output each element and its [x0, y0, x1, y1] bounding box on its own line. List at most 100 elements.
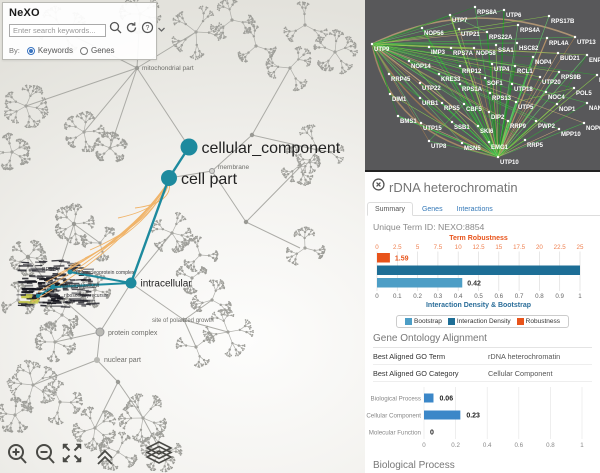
gene-node[interactable] [515, 41, 519, 45]
gene-node[interactable] [476, 124, 480, 128]
gene-node[interactable] [523, 138, 527, 142]
gene-node[interactable] [460, 141, 464, 145]
gene-node[interactable] [483, 76, 487, 80]
tree-node-cellular-component[interactable] [180, 138, 198, 156]
gene-node[interactable] [585, 101, 589, 105]
gene-node-label: KRE33 [441, 77, 461, 83]
gene-node[interactable] [457, 27, 461, 31]
tab-genes[interactable]: Genes [421, 206, 443, 213]
gene-node[interactable] [502, 8, 506, 12]
fit-to-screen-button[interactable] [62, 443, 82, 463]
refresh-icon[interactable] [125, 21, 138, 39]
close-icon[interactable] [372, 178, 385, 196]
gene-node[interactable] [487, 110, 491, 114]
gene-node[interactable] [370, 42, 374, 46]
gene-node[interactable] [514, 100, 518, 104]
gene-node[interactable] [538, 75, 542, 79]
search-icon[interactable] [109, 21, 122, 39]
radio-genes[interactable] [79, 46, 88, 55]
gene-node-label: BUD21 [560, 56, 580, 62]
gene-node-label: NOP6 [586, 126, 600, 132]
gene-node[interactable] [418, 81, 422, 85]
gene-node[interactable] [473, 5, 477, 9]
gene-node[interactable] [407, 59, 411, 63]
gene-node-label: RPL4A [549, 41, 569, 47]
gene-node-label: DIM1 [392, 97, 407, 103]
gene-node[interactable] [485, 30, 489, 34]
radio-keywords[interactable] [26, 46, 35, 55]
gene-node[interactable] [448, 13, 452, 17]
help-icon[interactable]: ? [141, 21, 154, 39]
gene-node[interactable] [450, 120, 454, 124]
gene-node[interactable] [440, 101, 444, 105]
gene-node[interactable] [396, 114, 400, 118]
gene-node-label: BMS1 [400, 119, 417, 125]
gene-node[interactable] [427, 45, 431, 49]
cluster-term-label: ribonucleoprotein complex [76, 270, 135, 276]
gene-node[interactable] [572, 86, 576, 90]
gene-node[interactable] [437, 72, 441, 76]
gene-node[interactable] [418, 96, 422, 100]
gene-node[interactable] [555, 102, 559, 106]
gene-node[interactable] [427, 139, 431, 143]
gene-node[interactable] [458, 64, 462, 68]
gene-node[interactable] [513, 64, 517, 68]
gene-node-label: EMG1 [491, 145, 509, 151]
gene-node[interactable] [556, 51, 560, 55]
gene-node[interactable] [490, 62, 494, 66]
gene-node[interactable] [585, 53, 589, 57]
gene-node[interactable] [573, 35, 577, 39]
gene-node[interactable] [534, 119, 538, 123]
gene-node-label: NOC4 [548, 95, 565, 101]
gene-node[interactable] [506, 119, 510, 123]
gene-node[interactable] [387, 72, 391, 76]
gene-node[interactable] [488, 91, 492, 95]
collapse-button[interactable] [97, 449, 113, 465]
gene-node-label: UTP8 [431, 144, 447, 150]
gene-node[interactable] [510, 82, 514, 86]
gene-node[interactable] [458, 82, 462, 86]
term-title: rDNA heterochromatin [389, 179, 518, 195]
gene-node[interactable] [557, 70, 561, 74]
gene-node-label: MSN5 [464, 146, 481, 152]
search-input[interactable] [9, 23, 106, 37]
gene-node[interactable] [496, 155, 500, 159]
gene-node[interactable] [420, 26, 424, 30]
gene-node-label: RPS9B [561, 75, 582, 81]
gene-node[interactable] [388, 92, 392, 96]
gene-node[interactable] [419, 121, 423, 125]
chevron-down-icon[interactable] [157, 21, 166, 39]
gene-node[interactable] [544, 90, 548, 94]
gene-node[interactable] [462, 102, 466, 106]
tree-node-cell-part[interactable] [161, 170, 177, 186]
gene-node[interactable] [531, 55, 535, 59]
tab-summary[interactable]: Summary [367, 202, 413, 216]
gene-node-label: NOP4 [535, 60, 552, 66]
zoom-in-button[interactable] [8, 444, 27, 464]
gene-node-label: RRP12 [462, 69, 482, 75]
gene-node[interactable] [557, 127, 561, 131]
tree-node-intracellular[interactable] [125, 277, 137, 289]
gene-node[interactable] [545, 36, 549, 40]
gene-node-label: UTP15 [423, 126, 442, 132]
gene-node[interactable] [494, 43, 498, 47]
gene-node[interactable] [472, 46, 476, 50]
gene-node[interactable] [449, 46, 453, 50]
layers-button[interactable] [145, 441, 173, 464]
gene-node[interactable] [582, 121, 586, 125]
zoom-out-button[interactable] [36, 444, 55, 464]
gene-node[interactable] [487, 140, 491, 144]
tab-interactions[interactable]: Interactions [456, 206, 493, 213]
gene-node[interactable] [516, 23, 520, 27]
gene-node[interactable] [595, 73, 599, 77]
gene-node[interactable] [547, 14, 551, 18]
